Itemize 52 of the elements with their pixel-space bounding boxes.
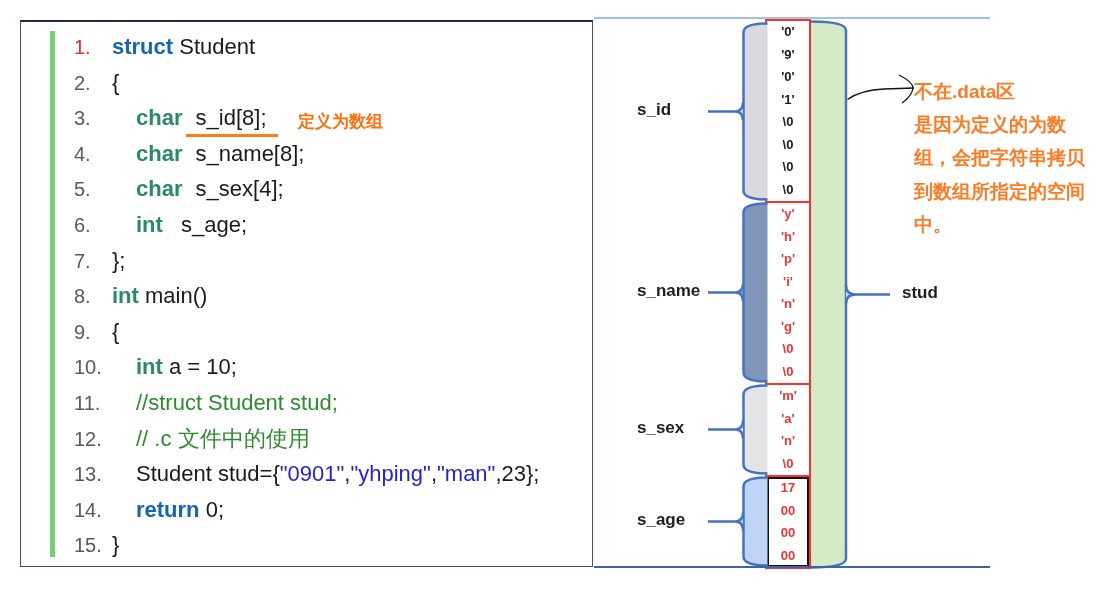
- byte-value: 'h': [780, 227, 796, 246]
- code-line: 14. return 0;: [74, 495, 225, 524]
- field-label: stud: [902, 282, 938, 304]
- memory-column: [765, 19, 811, 569]
- field-label: s_id: [637, 99, 672, 121]
- code-line: 10. int a = 10;: [74, 353, 237, 382]
- code-line: 1. struct Student: [74, 33, 256, 61]
- byte-value: 17: [780, 479, 796, 497]
- byte-value: \0: [782, 340, 794, 358]
- code-line: 15. }: [74, 531, 120, 560]
- code-line: 11. //struct Student stud;: [74, 389, 338, 417]
- byte-value: 'a': [781, 409, 795, 428]
- code-line: 9. {: [74, 317, 120, 346]
- byte-value: 00: [780, 546, 796, 565]
- byte-value: '0': [781, 68, 795, 86]
- byte-value: 'm': [779, 387, 797, 405]
- byte-value: 'n': [780, 432, 796, 450]
- byte-value: \0: [782, 454, 794, 473]
- byte-value: '9': [781, 45, 795, 64]
- code-line: 7. };: [74, 246, 126, 275]
- byte-value: \0: [782, 180, 794, 199]
- byte-value: \0: [782, 362, 794, 381]
- byte-value: \0: [782, 135, 794, 154]
- code-line: 3. char s_id[8];: [74, 104, 267, 133]
- byte-value: 'n': [780, 295, 796, 313]
- memory-block: [767, 475, 809, 567]
- field-label: s_sex: [637, 417, 685, 439]
- byte-value: 'p': [780, 250, 796, 268]
- note-text: 是因为定义的为数组，会把字符串拷贝到数组所指定的空间中。: [914, 113, 1086, 238]
- byte-value: 'y': [781, 205, 795, 223]
- code-line: 13. Student stud={"0901","yhping","man",23};: [74, 460, 540, 489]
- code-line: 2. {: [74, 68, 120, 97]
- note-heading: 不在.data区: [914, 80, 1016, 104]
- byte-value: '1': [781, 90, 795, 109]
- curly-brace: [811, 19, 848, 569]
- code-line: 6. int s_age;: [74, 211, 248, 239]
- code-line: 5. char s_sex[4];: [74, 175, 284, 204]
- code-line: 12. // .c 文件中的使用: [74, 424, 310, 453]
- byte-value: 'g': [780, 317, 796, 336]
- leader-line: [846, 87, 915, 101]
- byte-value: \0: [782, 113, 794, 131]
- field-label: s_age: [637, 509, 686, 531]
- code-panel: [20, 20, 593, 567]
- byte-value: 00: [780, 501, 796, 520]
- byte-value: 00: [780, 524, 796, 542]
- byte-value: 'i': [783, 272, 793, 291]
- byte-value: \0: [782, 158, 794, 176]
- byte-value: '0': [781, 23, 795, 41]
- code-line: 4. char s_name[8];: [74, 139, 305, 168]
- code-line: 8. int main(): [74, 282, 208, 311]
- field-label: s_name: [637, 280, 701, 302]
- annotation-note: 定义为数组: [298, 111, 383, 133]
